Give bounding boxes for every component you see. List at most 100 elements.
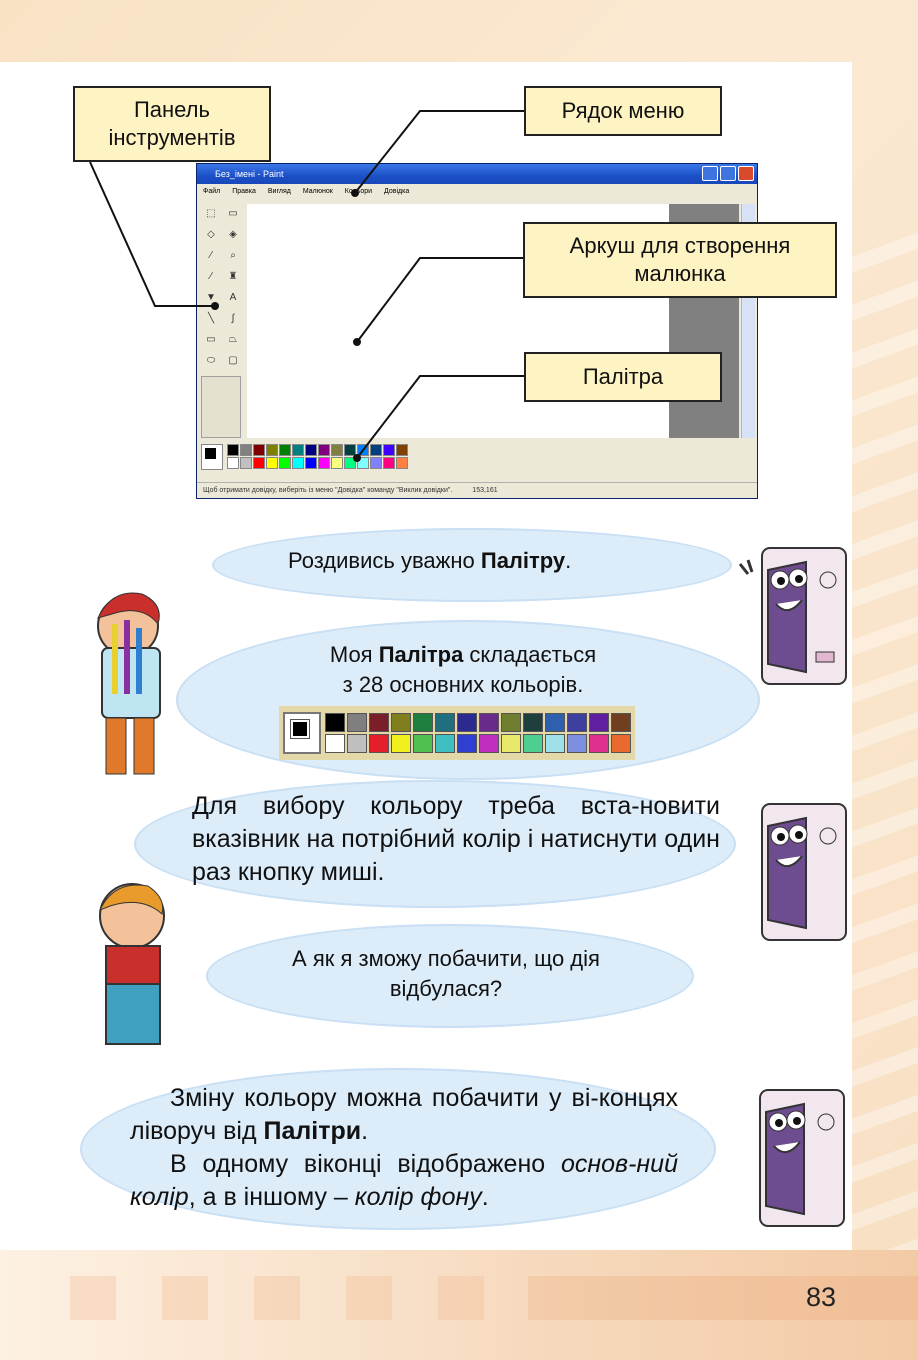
palette-swatch[interactable] [457,713,477,732]
mini-palette-swatch[interactable] [227,444,239,456]
mini-palette-swatch[interactable] [357,444,369,456]
paint-menubar: Файл Правка Вигляд Малюнок Кольори Довід… [197,184,757,198]
palette-swatch[interactable] [347,734,367,753]
paint-window: Без_імені - Paint Файл Правка Вигляд Мал… [196,163,758,499]
palette-swatch[interactable] [391,734,411,753]
free-select-icon[interactable]: ⬚ [206,208,216,219]
palette-swatch[interactable] [589,734,609,753]
mini-palette-swatch[interactable] [253,444,265,456]
mini-palette-grid [227,444,408,469]
line-icon[interactable]: ╲ [207,313,215,324]
paint-titlebar: Без_імені - Paint [197,164,757,184]
magnifier-icon[interactable]: ⌕ [230,250,236,261]
palette-swatch[interactable] [567,713,587,732]
palette-swatch[interactable] [523,734,543,753]
mini-palette-swatch[interactable] [279,444,291,456]
brush-icon[interactable]: ♜ [228,271,238,282]
mini-palette-swatch[interactable] [253,457,265,469]
current-color-boxes [283,712,321,754]
mini-palette-swatch[interactable] [292,444,304,456]
pencil-icon[interactable]: ∕ [210,271,212,282]
mini-palette-swatch[interactable] [227,457,239,469]
polygon-icon[interactable]: ⏢ [229,334,237,345]
speech-cloud-4 [206,924,694,1028]
palette-swatch[interactable] [457,734,477,753]
menu-help[interactable]: Довідка [384,187,410,195]
mini-palette-swatch[interactable] [318,457,330,469]
mini-palette-swatch[interactable] [383,444,395,456]
mini-palette-swatch[interactable] [383,457,395,469]
rounded-rect-icon[interactable]: ▢ [228,355,238,366]
mini-palette-swatch[interactable] [396,457,408,469]
mini-palette-swatch[interactable] [266,444,278,456]
boy-character [99,883,165,1045]
palette-swatch[interactable] [435,713,455,732]
palette-swatch[interactable] [391,713,411,732]
maximize-icon[interactable] [720,166,736,181]
palette-swatch[interactable] [501,734,521,753]
current-colors [201,444,223,470]
airbrush-icon[interactable]: ▼ [206,292,216,303]
close-icon[interactable] [738,166,754,181]
select-icon[interactable]: ▭ [228,208,238,219]
mini-palette-swatch[interactable] [318,444,330,456]
minimize-icon[interactable] [702,166,718,181]
callout-toolbar: Панель інструментів [73,86,271,162]
palette-swatch[interactable] [479,734,499,753]
ellipse-icon[interactable]: ⬭ [206,355,216,366]
menu-colors[interactable]: Кольори [344,187,373,195]
mini-palette-swatch[interactable] [292,457,304,469]
mini-palette-swatch[interactable] [279,457,291,469]
cloud-4-text: А як я зможу побачити, що дія відбулася? [292,946,600,1001]
menu-view[interactable]: Вигляд [267,187,291,195]
palette-swatch[interactable] [413,734,433,753]
mini-palette-swatch[interactable] [331,444,343,456]
mini-palette-swatch[interactable] [305,444,317,456]
mini-palette-swatch[interactable] [357,457,369,469]
menu-image[interactable]: Малюнок [302,187,333,195]
palette-illustration [279,706,635,760]
palette-swatch[interactable] [589,713,609,732]
computer-character-2 [761,803,847,941]
palette-swatch[interactable] [611,734,631,753]
mini-palette-swatch[interactable] [266,457,278,469]
palette-swatch[interactable] [501,713,521,732]
rectangle-icon[interactable]: ▭ [206,334,216,345]
menu-file[interactable]: Файл [203,187,221,195]
mini-palette-swatch[interactable] [240,457,252,469]
eraser-icon[interactable]: ◇ [207,229,215,240]
paint-title: Без_імені - Paint [215,169,284,179]
palette-swatch[interactable] [545,713,565,732]
palette-swatch[interactable] [523,713,543,732]
palette-swatch[interactable] [545,734,565,753]
callout-palette: Палітра [524,352,722,402]
cloud-3-text: Для вибору кольору треба вста-новити вка… [192,792,720,886]
palette-swatch[interactable] [413,713,433,732]
mini-palette-swatch[interactable] [344,444,356,456]
mini-palette-swatch[interactable] [344,457,356,469]
computer-character-3 [759,1089,845,1227]
mini-palette-swatch[interactable] [370,444,382,456]
text-icon[interactable]: A [229,292,237,303]
mini-palette-swatch[interactable] [305,457,317,469]
mini-palette-swatch[interactable] [370,457,382,469]
curve-icon[interactable]: ∫ [231,313,235,324]
palette-swatch[interactable] [325,713,345,732]
palette-swatch[interactable] [369,734,389,753]
palette-swatch[interactable] [435,734,455,753]
footer-squares [70,1276,484,1320]
cloud-5-text: Зміну кольору можна побачити у ві-концях… [130,1084,678,1211]
fill-icon[interactable]: ◈ [229,229,237,240]
mini-palette-swatch[interactable] [396,444,408,456]
palette-swatch[interactable] [369,713,389,732]
palette-swatch[interactable] [325,734,345,753]
palette-swatch[interactable] [611,713,631,732]
palette-swatch[interactable] [567,734,587,753]
speech-cloud-1 [212,528,732,602]
palette-swatch[interactable] [479,713,499,732]
mini-palette-swatch[interactable] [331,457,343,469]
menu-edit[interactable]: Правка [232,187,256,195]
mini-palette-swatch[interactable] [240,444,252,456]
picker-icon[interactable]: ⁄ [210,250,212,261]
palette-swatch[interactable] [347,713,367,732]
